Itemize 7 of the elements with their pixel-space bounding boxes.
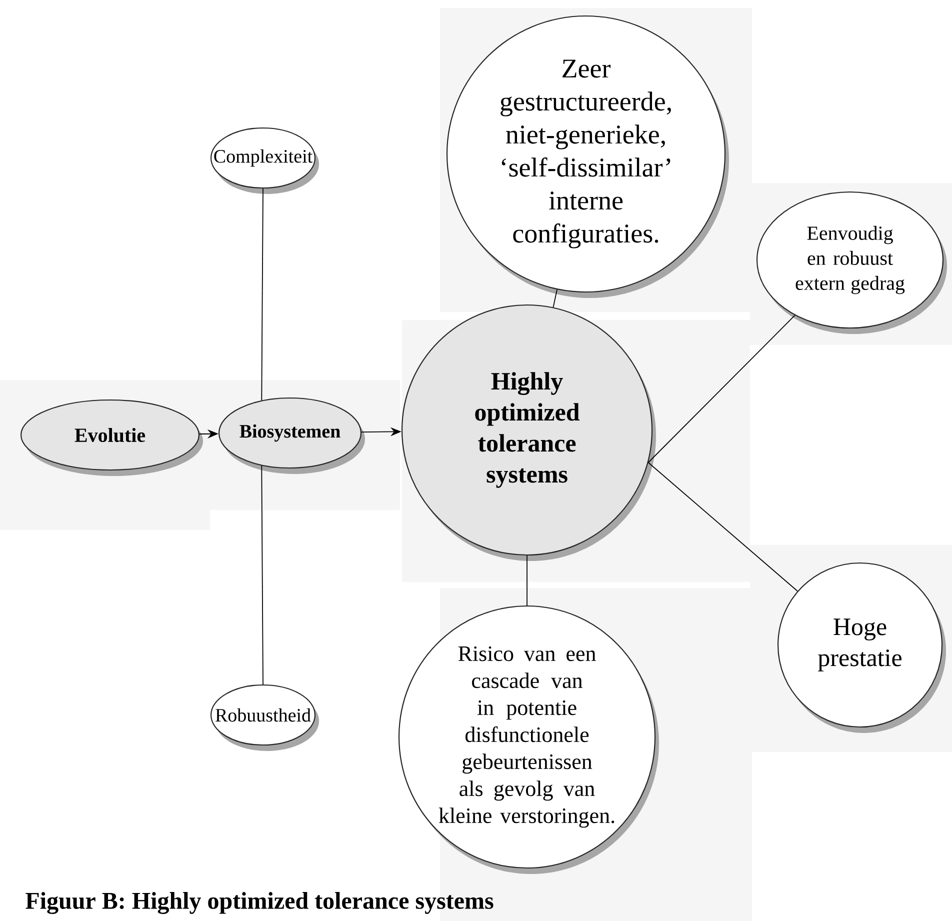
- connector-line: [261, 188, 264, 401]
- connector-line: [552, 289, 558, 308]
- connector-line: [648, 314, 796, 463]
- connector-line: [526, 555, 528, 606]
- caption: Figuur B: Highly optimized tolerance systems: [26, 892, 494, 914]
- connector-line: [648, 462, 798, 592]
- connector-line: [261, 465, 264, 685]
